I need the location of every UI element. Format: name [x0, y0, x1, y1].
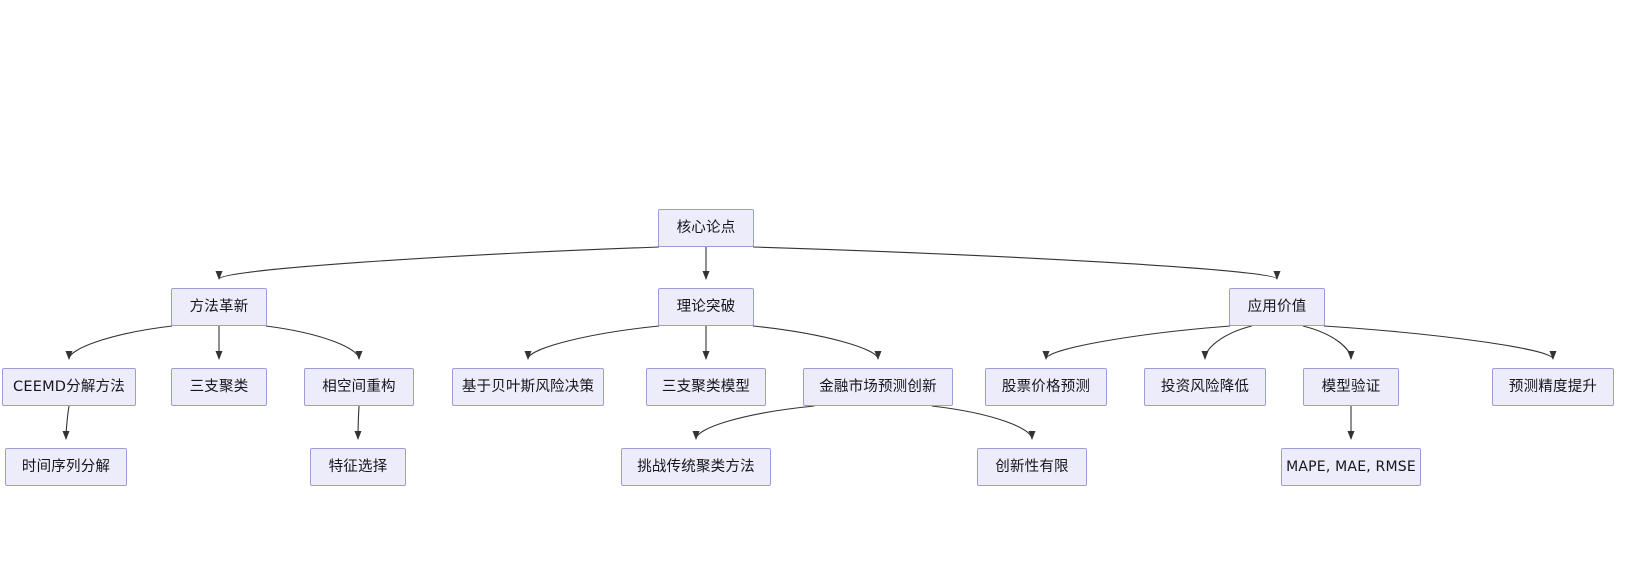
- edge-l3b3-to-l4b1: [692, 405, 815, 440]
- node-l2b[interactable]: 理论突破: [658, 288, 754, 326]
- node-label: 基于贝叶斯风险决策: [461, 378, 595, 395]
- edge-l2c-to-l3c4: [1323, 325, 1557, 360]
- node-l3c1[interactable]: 股票价格预测: [985, 368, 1107, 406]
- edge-root-to-l2a: [215, 246, 660, 280]
- node-l4b1[interactable]: 挑战传统聚类方法: [621, 448, 771, 486]
- node-l3c4[interactable]: 预测精度提升: [1492, 368, 1614, 406]
- edge-root-to-l2c: [752, 246, 1281, 280]
- node-label: 模型验证: [1321, 378, 1381, 395]
- node-label: 方法革新: [189, 298, 249, 315]
- node-label: 时间序列分解: [21, 458, 111, 475]
- node-label: 核心论点: [676, 219, 736, 236]
- node-label: 挑战传统聚类方法: [637, 458, 755, 475]
- node-label: 理论突破: [676, 298, 736, 315]
- node-label: 金融市场预测创新: [819, 378, 937, 395]
- edge-l2b-to-l3b3: [752, 325, 882, 360]
- edge-l2a-to-l3a3: [265, 325, 363, 360]
- node-l3b3[interactable]: 金融市场预测创新: [803, 368, 953, 406]
- node-l2a[interactable]: 方法革新: [171, 288, 267, 326]
- node-label: MAPE, MAE, RMSE: [1286, 459, 1416, 475]
- node-l3b1[interactable]: 基于贝叶斯风险决策: [452, 368, 604, 406]
- node-l4a3[interactable]: 特征选择: [310, 448, 406, 486]
- node-label: 创新性有限: [995, 458, 1069, 475]
- edge-l2b-to-l3b1: [524, 325, 660, 360]
- edge-l2a-to-l3a1: [65, 325, 173, 360]
- edge-l2c-to-l3c3: [1302, 325, 1355, 360]
- edge-l2c-to-l3c1: [1042, 325, 1231, 360]
- node-l4a1[interactable]: 时间序列分解: [5, 448, 127, 486]
- node-label: 三支聚类: [189, 378, 249, 395]
- node-l2c[interactable]: 应用价值: [1229, 288, 1325, 326]
- node-l3a2[interactable]: 三支聚类: [171, 368, 267, 406]
- edge-l3a1-to-l4a1: [62, 405, 70, 440]
- node-label: 相空间重构: [322, 378, 396, 395]
- node-label: 应用价值: [1247, 298, 1307, 315]
- node-l4c3[interactable]: MAPE, MAE, RMSE: [1281, 448, 1421, 486]
- edge-l2c-to-l3c2: [1201, 325, 1252, 360]
- node-label: 股票价格预测: [1001, 378, 1091, 395]
- node-label: 预测精度提升: [1508, 378, 1598, 395]
- node-root[interactable]: 核心论点: [658, 209, 754, 247]
- node-l4b2[interactable]: 创新性有限: [977, 448, 1087, 486]
- edge-l3b3-to-l4b2: [931, 405, 1036, 440]
- node-label: CEEMD分解方法: [13, 378, 125, 395]
- node-label: 三支聚类模型: [661, 378, 751, 395]
- node-l3a3[interactable]: 相空间重构: [304, 368, 414, 406]
- node-label: 投资风险降低: [1160, 378, 1250, 395]
- edge-l3a3-to-l4a3: [354, 405, 362, 440]
- node-l3a1[interactable]: CEEMD分解方法: [2, 368, 136, 406]
- node-label: 特征选择: [328, 458, 388, 475]
- node-l3c3[interactable]: 模型验证: [1303, 368, 1399, 406]
- edge-paths: [62, 246, 1557, 440]
- node-l3b2[interactable]: 三支聚类模型: [646, 368, 766, 406]
- node-l3c2[interactable]: 投资风险降低: [1144, 368, 1266, 406]
